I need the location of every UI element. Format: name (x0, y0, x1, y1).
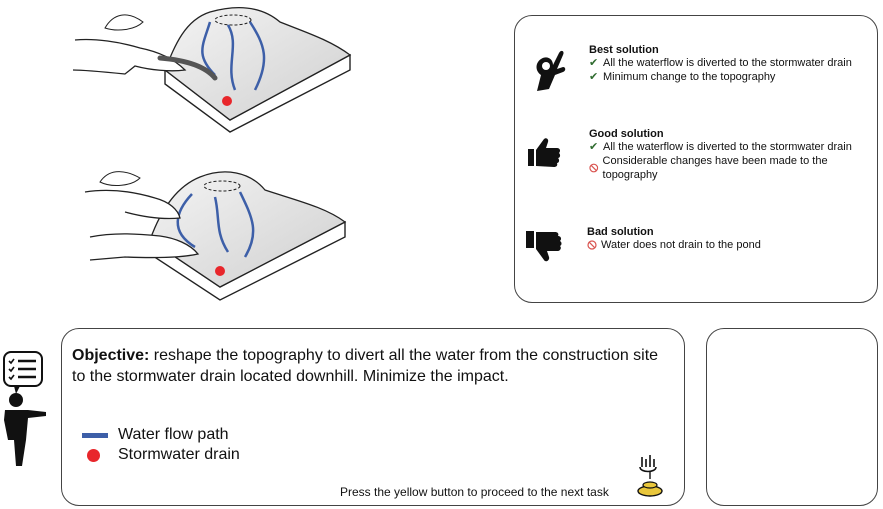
legend: Water flow path Stormwater drain (82, 425, 240, 465)
bad-solution-item: Water does not drain to the pond (587, 238, 761, 252)
best-solution-section: Best solution ✔ All the waterflow is div… (529, 44, 874, 96)
blue-line-icon (82, 432, 108, 438)
thumbs-down-icon (526, 231, 562, 262)
thumbs-up-icon (528, 138, 561, 167)
rubric-panel: Best solution ✔ All the waterflow is div… (514, 15, 878, 303)
bad-solution-title: Bad solution (587, 226, 654, 238)
objective-label: Objective: (72, 347, 150, 364)
check-icon: ✔ (589, 57, 599, 69)
good-solution-title: Good solution (589, 128, 664, 140)
check-icon: ✔ (589, 141, 599, 153)
yellow-button-icon[interactable] (634, 453, 668, 499)
good-solution-item: ✔ All the waterflow is diverted to the s… (589, 141, 852, 153)
sandbox-illustration-bottom (84, 171, 347, 301)
legend-item-water-flow: Water flow path (82, 425, 240, 445)
objective-panel: Objective: reshape the topography to div… (61, 328, 685, 506)
best-solution-item: ✔ All the waterflow is diverted to the s… (589, 57, 852, 69)
objective-body: reshape the topography to divert all the… (72, 347, 659, 385)
prohibited-icon (587, 240, 597, 250)
proceed-instruction: Press the yellow button to proceed to th… (340, 485, 609, 499)
best-solution-item: ✔ Minimum change to the topography (589, 71, 776, 83)
objective-text: Objective: reshape the topography to div… (72, 345, 672, 387)
legend-item-stormwater-drain: Stormwater drain (82, 445, 240, 465)
best-solution-title: Best solution (589, 44, 659, 56)
good-solution-section: Good solution ✔ All the waterflow is div… (527, 128, 872, 181)
red-dot-icon (87, 448, 100, 462)
instructor-icon (3, 351, 46, 466)
check-icon: ✔ (589, 71, 599, 83)
empty-panel (706, 328, 878, 506)
bad-solution-section: Bad solution Water does not drain to the… (525, 226, 870, 266)
prohibited-icon (589, 163, 599, 173)
ok-hand-icon (536, 50, 566, 91)
good-solution-item: Considerable changes have been made to t… (589, 154, 872, 182)
sandbox-illustration-top (72, 7, 352, 133)
